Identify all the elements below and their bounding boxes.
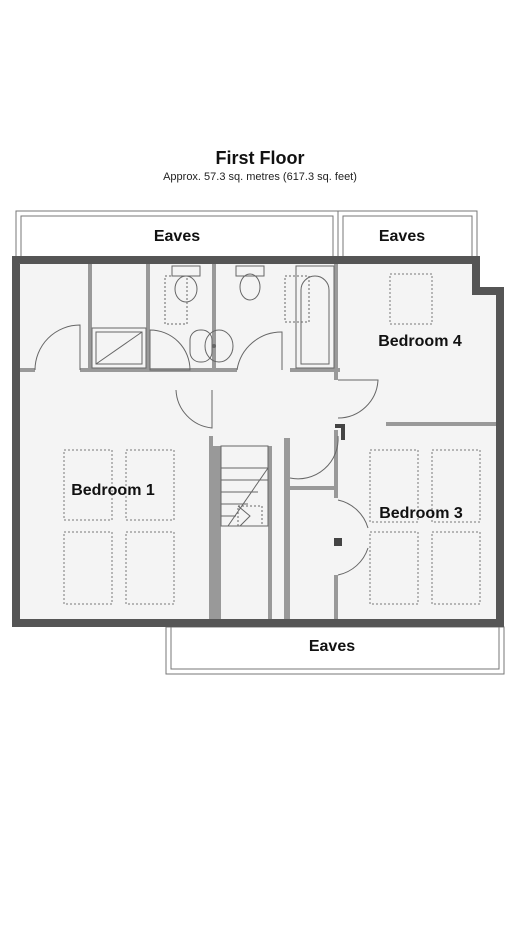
room-label-bedroom3: Bedroom 3 bbox=[379, 505, 463, 522]
eaves-label-top-right: Eaves bbox=[379, 228, 425, 245]
toilet-1 bbox=[164, 265, 201, 325]
bath bbox=[284, 265, 335, 369]
basin bbox=[189, 329, 234, 363]
eaves-label-bottom: Eaves bbox=[309, 638, 355, 655]
toilet-2 bbox=[235, 265, 265, 301]
shower bbox=[91, 327, 147, 369]
chimney-blocks bbox=[334, 424, 345, 546]
eaves-label-top-left: Eaves bbox=[154, 228, 200, 245]
inner-walls bbox=[20, 264, 496, 619]
floor-area: Approx. 57.3 sq. metres (617.3 sq. feet) bbox=[163, 171, 357, 183]
room-label-bedroom4: Bedroom 4 bbox=[378, 333, 462, 350]
room-label-bedroom1: Bedroom 1 bbox=[71, 482, 155, 499]
staircase bbox=[220, 445, 269, 527]
doors bbox=[34, 324, 379, 576]
floor-title: First Floor bbox=[215, 148, 305, 168]
beds-dashed bbox=[63, 273, 481, 605]
